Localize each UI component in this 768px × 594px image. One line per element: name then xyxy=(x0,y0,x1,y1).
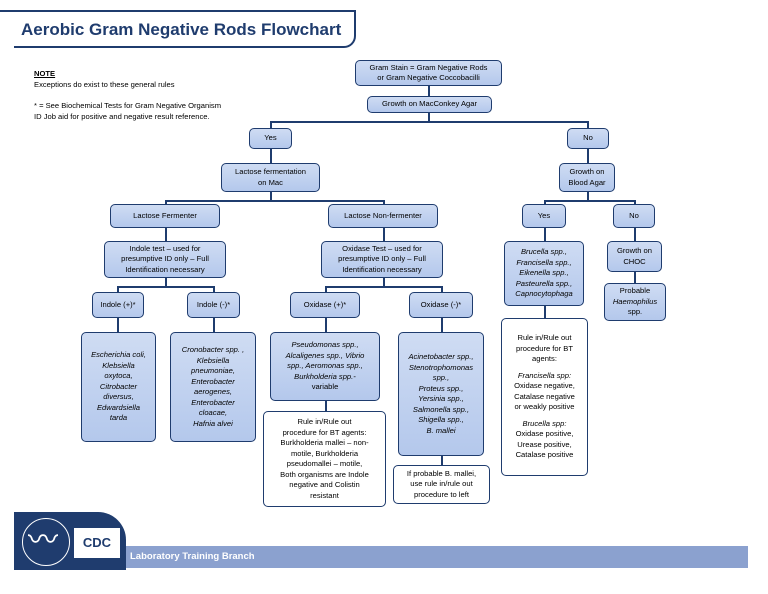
lactose-nonfermenter-box: Lactose Non-fermenter xyxy=(328,204,438,228)
oxidase-positive-box: Oxidase (+)* xyxy=(290,292,360,318)
footer-label: Laboratory Training Branch xyxy=(130,551,255,562)
indole-negative-box: Indole (-)* xyxy=(187,292,240,318)
page-title: Aerobic Gram Negative Rods Flowchart xyxy=(21,20,342,39)
footer-bar xyxy=(14,546,748,568)
title-frame xyxy=(14,10,356,48)
indole-positive-box: Indole (+)* xyxy=(92,292,144,318)
title-rule xyxy=(0,10,356,12)
brucella-list-box: Brucella spp., Francisella spp., Eikenel… xyxy=(504,241,584,306)
note-heading: NOTE xyxy=(34,69,56,78)
yes-box-1: Yes xyxy=(249,128,292,149)
oxidase-positive-organisms: Pseudomonas spp., Alcaligenes spp., Vibr… xyxy=(270,332,380,401)
cdc-logo: CDC xyxy=(74,528,120,558)
probable-mallei-box: If probable B. mallei, use rule in/rule … xyxy=(393,465,490,504)
hhs-seal-icon xyxy=(22,518,70,566)
lactose-fermenter-box: Lactose Fermenter xyxy=(110,204,220,228)
indole-negative-organisms: Cronobacter spp. , Klebsiella pneumoniae… xyxy=(170,332,256,442)
note-block: NOTE Exceptions do exist to these genera… xyxy=(34,68,224,122)
indole-positive-organisms: Escherichia coli, Klebsiella oxytoca, Ci… xyxy=(81,332,156,442)
bt-rule-francisella-brucella: Rule in/Rule out procedure for BT agents… xyxy=(501,318,588,476)
oxidase-negative-box: Oxidase (-)* xyxy=(409,292,473,318)
no-box-1: No xyxy=(567,128,609,149)
no-box-2: No xyxy=(613,204,655,228)
note-line-1: Exceptions do exist to these general rul… xyxy=(34,80,175,89)
eagle-icon: 〰 xyxy=(28,524,58,557)
yes-box-2: Yes xyxy=(522,204,566,228)
bt-rule-burkholderia: Rule in/Rule out procedure for BT agents… xyxy=(263,411,386,507)
oxidase-negative-organisms: Acinetobacter spp., Stenotrophomonas spp… xyxy=(398,332,484,456)
note-line-2: * = See Biochemical Tests for Gram Negat… xyxy=(34,101,222,121)
macconkey-growth-box: Growth on MacConkey Agar xyxy=(367,96,492,113)
